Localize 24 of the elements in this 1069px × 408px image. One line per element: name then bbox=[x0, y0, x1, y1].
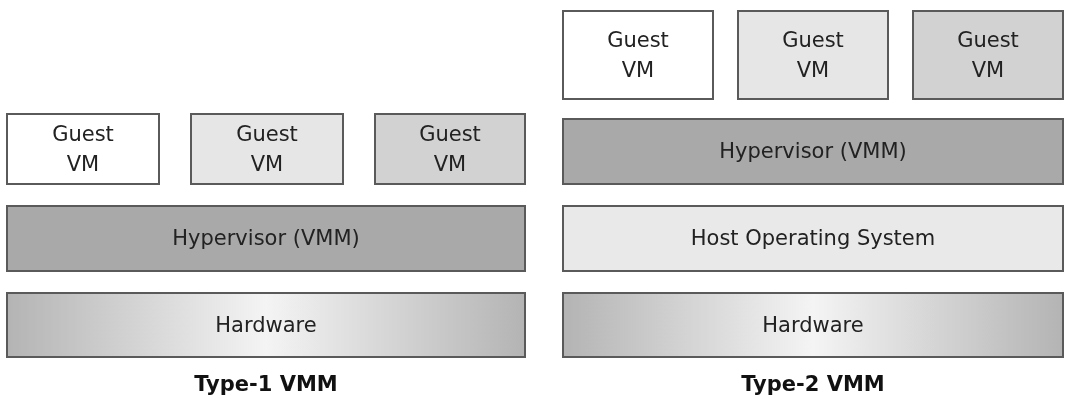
diagram-caption: Type-2 VMM bbox=[740, 372, 886, 396]
guest-vm-box bbox=[562, 10, 714, 100]
guest-vm-box bbox=[737, 10, 889, 100]
layer-label: Guest VM bbox=[235, 120, 299, 178]
layer-label: Hardware bbox=[215, 311, 317, 339]
host-os-layer bbox=[562, 205, 1064, 272]
hardware-layer bbox=[562, 292, 1064, 358]
layer-label: Guest VM bbox=[606, 26, 670, 84]
diagram-caption: Type-1 VMM bbox=[193, 372, 339, 396]
layer-label: Host Operating System bbox=[690, 225, 936, 253]
hypervisor-layer bbox=[6, 205, 526, 272]
layer-label: Hypervisor (VMM) bbox=[719, 138, 907, 166]
hypervisor-layer bbox=[562, 118, 1064, 185]
guest-vm-box bbox=[912, 10, 1064, 100]
layer-label: Hardware bbox=[762, 311, 864, 339]
layer-label: Guest VM bbox=[781, 26, 845, 84]
layer-label: Hypervisor (VMM) bbox=[172, 225, 360, 253]
layer-label: Guest VM bbox=[418, 120, 482, 178]
guest-vm-box bbox=[6, 113, 160, 185]
layer-label: Guest VM bbox=[956, 26, 1020, 84]
guest-vm-box bbox=[374, 113, 526, 185]
hardware-layer bbox=[6, 292, 526, 358]
layer-label: Guest VM bbox=[51, 120, 115, 178]
guest-vm-box bbox=[190, 113, 344, 185]
